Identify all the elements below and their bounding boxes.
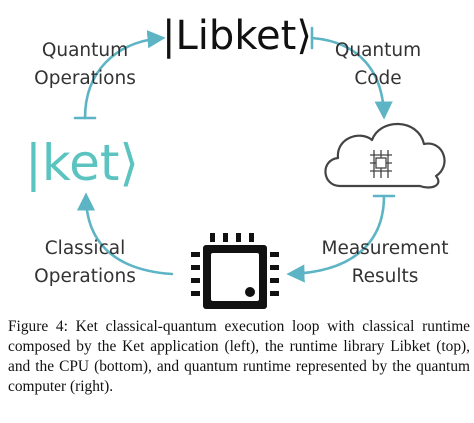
arrow-classical-operations [76,192,174,276]
figure-caption: Figure 4: Ket classical-quantum executio… [8,318,470,395]
arrow-measurement-results [286,194,386,283]
arrow-quantum-operations [83,30,166,120]
label-quantum-code-line2: Code [354,68,401,89]
cpu-chip-icon [191,233,279,309]
label-measurement-results-line1: Measurement [321,238,448,259]
arrow-quantum-code [310,36,393,120]
label-measurement-results-line2: Results [352,266,419,287]
label-quantum-code: Quantum Code [335,40,421,89]
ket-node: |ket⟩ [25,134,139,192]
label-classical-operations-line2: Operations [34,266,136,287]
loop-arrows [73,26,396,283]
cloud-outline [324,122,446,189]
label-classical-operations: Classical Operations [34,238,136,287]
quantum-computer-glyph [370,150,392,178]
cloud-quantum-computer-icon [324,122,446,189]
label-measurement-results: Measurement Results [321,238,448,287]
label-quantum-operations-line1: Quantum [42,40,128,61]
label-quantum-operations-line2: Operations [34,68,136,89]
label-quantum-code-line1: Quantum [335,40,421,61]
label-classical-operations-line1: Classical [45,238,125,259]
label-quantum-operations: Quantum Operations [34,40,136,89]
libket-node: |Libket⟩ [162,13,312,59]
execution-loop-diagram: |Libket⟩ |ket⟩ Quantum Operations Quantu… [25,13,449,309]
